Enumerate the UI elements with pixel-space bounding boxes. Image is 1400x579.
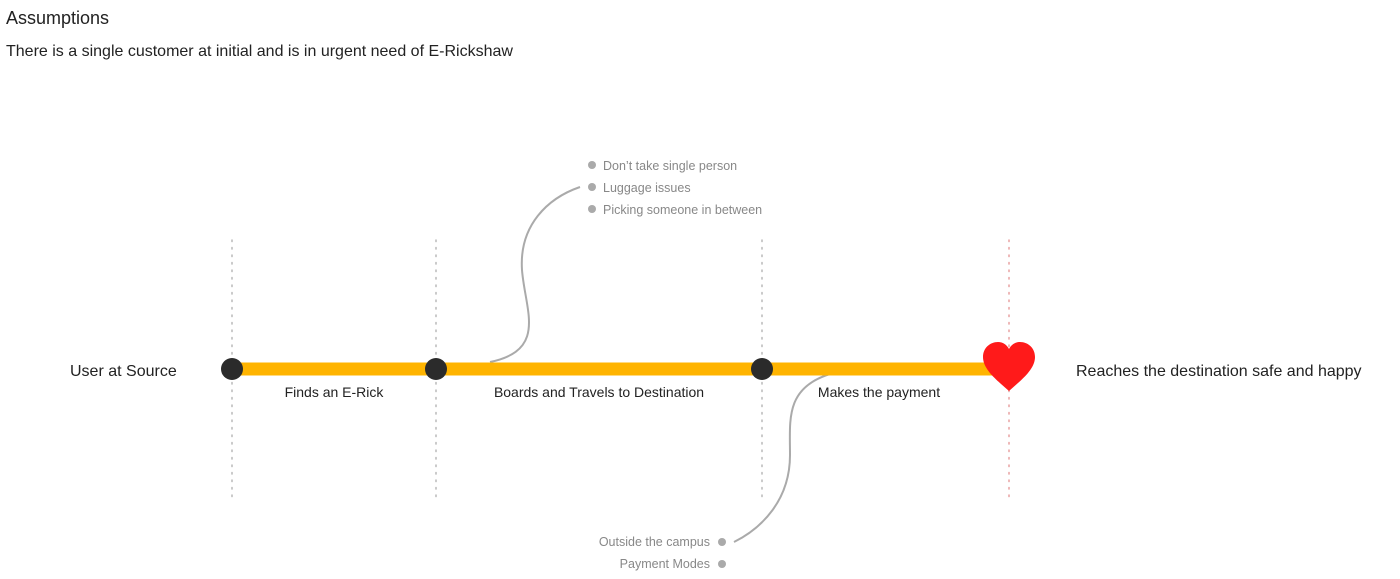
- assumption-text: There is a single customer at initial an…: [6, 43, 513, 60]
- node-source: [221, 358, 243, 380]
- node-finds-erick: [425, 358, 447, 380]
- bullet-icon: [588, 161, 596, 169]
- pain-point-item: Picking someone in between: [603, 203, 762, 217]
- pain-point-item: Payment Modes: [620, 557, 710, 571]
- bullet-icon: [588, 205, 596, 213]
- stage-label: Finds an E-Rick: [285, 384, 385, 400]
- pain-point-item: Luggage issues: [603, 181, 691, 195]
- pain-points-bottom: Outside the campus Payment Modes: [599, 535, 726, 571]
- pain-points-top: Don’t take single person Luggage issues …: [588, 159, 762, 217]
- pain-point-item: Outside the campus: [599, 535, 710, 549]
- start-label: User at Source: [70, 363, 177, 380]
- bullet-icon: [718, 560, 726, 568]
- heart-icon: [983, 342, 1035, 391]
- bullet-icon: [588, 183, 596, 191]
- stage-label: Boards and Travels to Destination: [494, 384, 704, 400]
- pain-point-item: Don’t take single person: [603, 159, 737, 173]
- connector-bottom: [733, 373, 831, 543]
- stage-label: Makes the payment: [818, 384, 940, 400]
- page-title: Assumptions: [6, 8, 110, 28]
- end-label: Reaches the destination safe and happy: [1076, 363, 1362, 380]
- node-boards-travels: [751, 358, 773, 380]
- connector-top: [489, 186, 581, 363]
- bullet-icon: [718, 538, 726, 546]
